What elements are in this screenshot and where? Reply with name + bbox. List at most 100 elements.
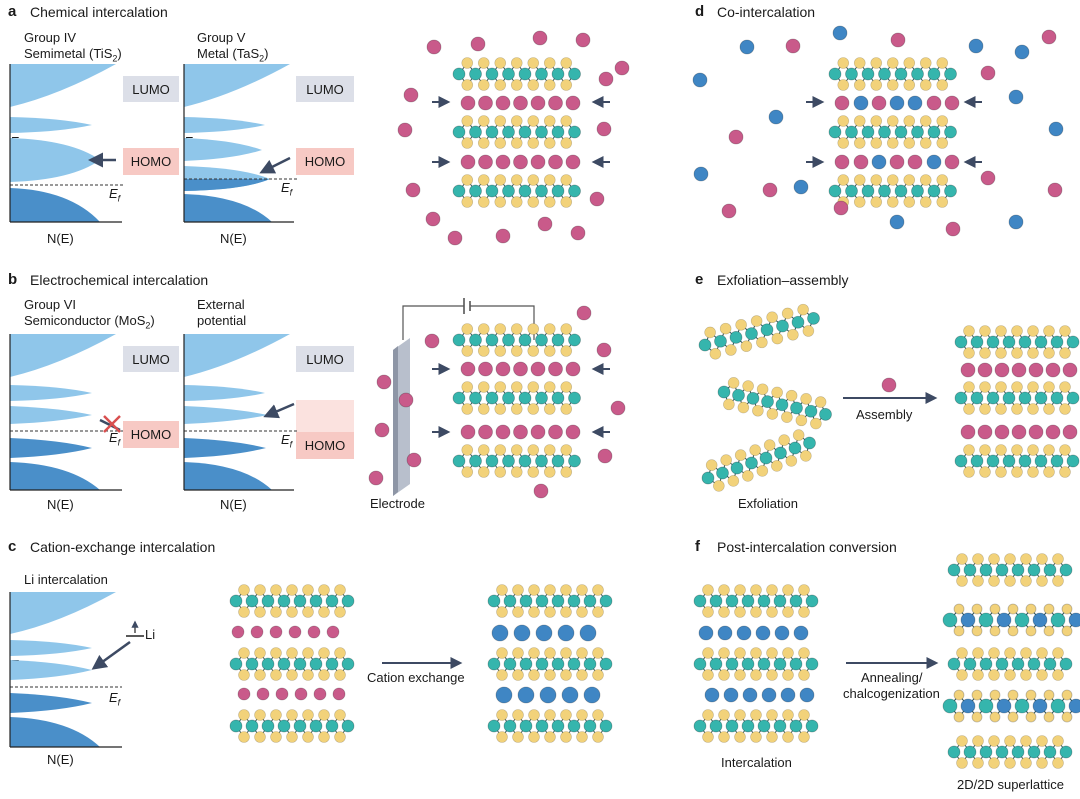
chalcogen-atom: [995, 325, 1007, 337]
chalcogen-atom: [953, 625, 965, 637]
chalcogen-atom: [782, 709, 794, 721]
intercalant-ion: [1045, 424, 1061, 440]
co-intercalant: [926, 154, 942, 170]
metal-atom: [828, 184, 842, 198]
chalcogen-atom: [527, 174, 540, 186]
cation: [313, 687, 327, 701]
co-intercalant: [853, 154, 869, 170]
chalcogen-atom: [766, 584, 778, 596]
chalcogen-atom: [270, 709, 282, 721]
metal-atom: [325, 719, 339, 733]
chalcogen-atom: [971, 625, 983, 637]
metal-atom: [986, 391, 1000, 405]
chalcogen-atom: [782, 669, 794, 681]
chalcogen-atom: [592, 584, 604, 596]
metal-atom: [1043, 745, 1057, 759]
chalcogen-atom: [734, 584, 746, 596]
chalcogen-atom: [1043, 325, 1055, 337]
chalcogen-atom: [766, 709, 778, 721]
chalcogen-atom: [886, 196, 899, 208]
exchanged-cation: [535, 624, 553, 642]
metal-atom: [535, 657, 549, 671]
superlattice-label: 2D/2D superlattice: [957, 777, 1064, 792]
metal-atom: [730, 461, 744, 475]
chalcogen-atom: [560, 79, 573, 91]
co-intercalant: [889, 154, 905, 170]
chalcogen-atom: [903, 57, 916, 69]
chalcogen-atom: [512, 669, 524, 681]
chalcogen-atom: [798, 709, 810, 721]
metal-atom: [1050, 454, 1064, 468]
metal-atom: [518, 184, 532, 198]
chalcogen-atom: [792, 429, 805, 441]
chalcogen-atom: [989, 625, 1001, 637]
metal-atom: [599, 594, 613, 608]
co-intercalant: [944, 95, 960, 111]
metal-atom: [245, 657, 259, 671]
chalcogen-atom: [1052, 553, 1064, 565]
cation: [269, 625, 283, 639]
panel-b-lumo-box-2: LUMO: [296, 346, 354, 372]
chalcogen-atom: [1059, 381, 1071, 393]
metal-atom: [963, 563, 977, 577]
chalcogen-atom: [853, 79, 866, 91]
chalcogen-atom: [734, 669, 746, 681]
metal-atom: [502, 125, 515, 139]
panel-d-sheet-mid: [828, 115, 957, 149]
cation: [256, 687, 270, 701]
metal-atom: [894, 67, 908, 81]
chalcogen-atom: [592, 647, 604, 659]
metal-atom: [701, 471, 715, 485]
chalcogen-atom: [544, 669, 556, 681]
chalcogen-atom: [798, 731, 810, 743]
panel-c-right-sheet-3: [487, 709, 613, 743]
intercalant-ion: [799, 687, 815, 703]
metal-atom: [518, 125, 532, 139]
metal-atom: [485, 454, 499, 468]
cation: [326, 625, 340, 639]
panel-c-band-diagram: [9, 592, 144, 748]
chalcogen-atom: [1036, 575, 1048, 587]
metal-atom: [878, 67, 891, 81]
chalcogen-atom: [953, 603, 965, 615]
chalcogen-atom: [254, 584, 266, 596]
band-lobe-middle: [10, 138, 100, 182]
metal-atom: [757, 719, 771, 733]
chalcogen-atom: [494, 466, 507, 478]
panel-e-letter: e: [695, 271, 704, 288]
chalcogen-atom: [750, 315, 763, 327]
metal-atom: [1059, 563, 1073, 577]
chalcogen-atom: [238, 709, 250, 721]
panel-c-letter: c: [8, 538, 17, 555]
chalcogen-atom: [543, 466, 556, 478]
free-ion: [945, 221, 961, 237]
chalcogen-atom: [1004, 735, 1016, 747]
chalcogen-atom: [560, 137, 573, 149]
metal-atom: [535, 454, 548, 468]
chalcogen-atom: [1011, 466, 1023, 478]
chalcogen-atom: [1043, 444, 1055, 456]
intercalant-ion: [460, 95, 476, 111]
metal-atom: [954, 454, 968, 468]
chalcogen-atom: [510, 57, 523, 69]
chalcogen-atom: [1020, 553, 1032, 565]
electrode-label: Electrode: [370, 496, 425, 511]
metal-atom: [947, 563, 961, 577]
chalcogen-atom: [800, 393, 812, 405]
chalcogen-atom: [782, 606, 794, 618]
chalcogen-atom: [709, 347, 722, 360]
panel-a-right-line1: Group V: [197, 30, 246, 45]
intercalant-ion: [460, 361, 476, 377]
chalcogen-atom: [510, 444, 523, 456]
chalcogen-atom: [919, 79, 932, 91]
chalcogen-atom: [870, 115, 883, 127]
panel-f-right-sheet-1: [947, 553, 1073, 587]
chalcogen-atom: [286, 647, 298, 659]
panel-e-title: Exfoliation–assembly: [717, 272, 849, 288]
panel-a-ne-label: N(E): [47, 231, 74, 246]
chalcogen-atom: [870, 174, 883, 186]
metal-atom: [986, 454, 1000, 468]
panel-a-sheet-top: [452, 57, 581, 91]
metal-atom: [487, 594, 501, 608]
metal-atom: [819, 408, 832, 421]
